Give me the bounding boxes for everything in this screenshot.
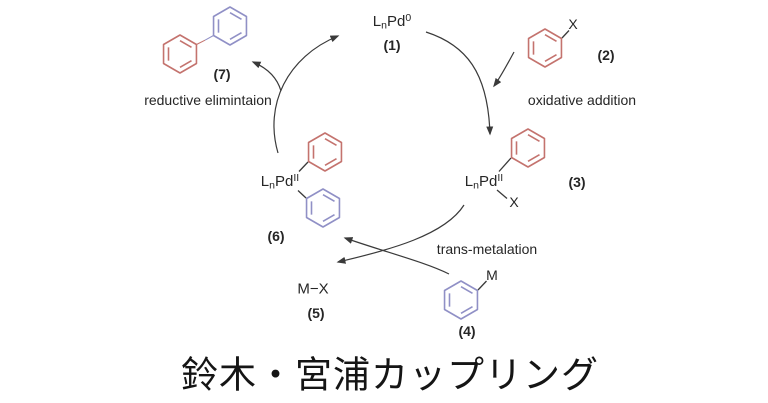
aryl-halide-x-label: X (568, 16, 578, 32)
red-aryl-rings (162, 28, 563, 172)
bond-pd3-to-x (496, 189, 508, 199)
aryl-halide-ring-icon (527, 28, 563, 68)
step-label-transmetalation: trans-metalation (436, 241, 538, 257)
species-number-1: (1) (383, 37, 401, 53)
step-label-oxidative-addition: oxidative addition (527, 92, 637, 108)
complex3-oxidation-state: II (497, 171, 504, 184)
pd0-formula: LnPd0 (373, 13, 411, 31)
complex3-ligand-subscript: n (473, 179, 479, 192)
bond-aryl4-to-m (477, 280, 487, 291)
arrow-branch-to-biaryl (251, 61, 282, 92)
sigma-bonds (297, 30, 570, 291)
arrow-aryl-metal-to-complex6 (343, 237, 450, 275)
biaryl-bond-red-half (196, 39, 206, 45)
arrow-complex3-to-metal-halide (336, 204, 465, 264)
species-number-7: (7) (213, 66, 231, 82)
pd0-metal-symbol: Pd (386, 13, 406, 31)
biaryl-blue-ring-icon (212, 6, 248, 46)
arrow-reductive-elimination-to-pd0 (273, 35, 340, 154)
complex6-red-ring-icon (307, 132, 343, 172)
species-number-2: (2) (597, 47, 615, 63)
bond-pd6-to-red-aryl (298, 161, 309, 172)
pd0-oxidation-state: 0 (405, 11, 412, 24)
arrow-aryl-halide-entering (493, 51, 515, 88)
species-number-6: (6) (267, 228, 285, 244)
species-number-4: (4) (458, 323, 476, 339)
species-number-3: (3) (568, 174, 586, 190)
metal-halide-formula: M−X (297, 280, 329, 298)
complex6-metal-symbol: Pd (274, 173, 294, 191)
step-label-reductive-elimination: reductive elimintaion (144, 92, 272, 108)
aryl-metal-m-label: M (486, 267, 498, 283)
complex6-ligand-symbol: L (260, 173, 270, 191)
pd0-ligand-subscript: n (381, 19, 387, 32)
aryl-metal-ring-icon (443, 280, 479, 320)
biaryl-red-ring-icon (162, 34, 198, 74)
complex6-formula: LnPdII (261, 173, 299, 191)
blue-aryl-rings (204, 6, 479, 320)
diagram-title: 鈴木・宮浦カップリング (181, 354, 599, 396)
arrow-oxidative-addition-to-complex3 (425, 31, 494, 136)
complex6-ligand-subscript: n (269, 179, 275, 192)
bond-aryl2-to-x (561, 30, 570, 39)
complex3-formula: LnPdII (465, 173, 503, 191)
species-number-5: (5) (307, 305, 325, 321)
cycle-arrows (251, 31, 515, 275)
complex3-metal-symbol: Pd (478, 173, 498, 191)
complex6-blue-ring-icon (305, 188, 341, 228)
complex3-ligand-symbol: L (464, 173, 474, 191)
bond-pd6-to-blue-aryl (297, 190, 307, 199)
biaryl-bond-blue-half (204, 35, 214, 41)
complex6-oxidation-state: II (293, 171, 300, 184)
bond-pd3-to-aryl (498, 157, 512, 172)
complex3-aryl-ring-icon (510, 128, 546, 168)
pd0-ligand-symbol: L (372, 13, 382, 31)
complex3-x-label: X (509, 194, 519, 210)
